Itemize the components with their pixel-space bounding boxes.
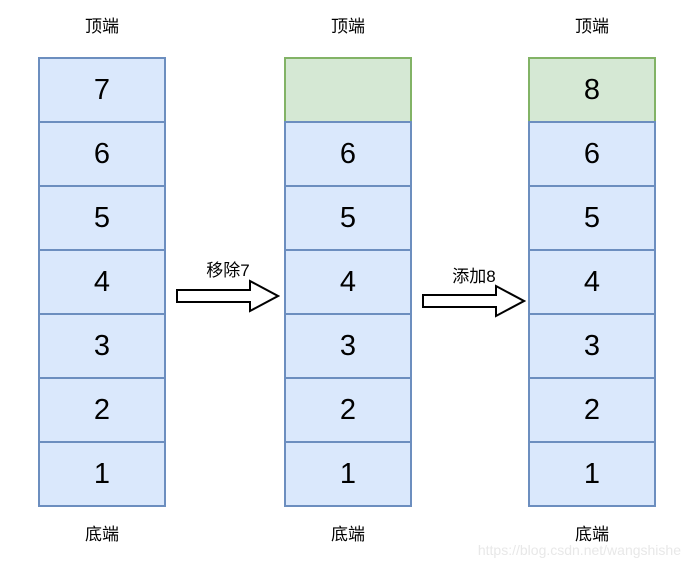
stack-cell: 3 (284, 313, 412, 379)
stack-cell: 2 (528, 377, 656, 443)
stack-after-pop: 6 5 4 3 2 1 (284, 57, 412, 507)
stack-cell: 3 (528, 313, 656, 379)
stack-cell: 1 (528, 441, 656, 507)
stack-cell: 1 (38, 441, 166, 507)
stack-cell: 5 (38, 185, 166, 251)
stack-cell: 1 (284, 441, 412, 507)
transition-label-remove: 移除7 (206, 261, 250, 280)
stack-cell: 2 (38, 377, 166, 443)
stack-initial: 7 6 5 4 3 2 1 (38, 57, 166, 507)
stack-cell: 6 (38, 121, 166, 187)
stack-cell: 4 (528, 249, 656, 315)
watermark: https://blog.csdn.net/wangshishe (477, 542, 681, 558)
stack-cell: 4 (284, 249, 412, 315)
stack-top-label: 顶端 (331, 17, 365, 36)
stack-after-push: 8 6 5 4 3 2 1 (528, 57, 656, 507)
stack-cell: 4 (38, 249, 166, 315)
stack-cell: 5 (528, 185, 656, 251)
stack-top-label: 顶端 (575, 17, 609, 36)
stack-cell: 6 (284, 121, 412, 187)
stack-cell: 6 (528, 121, 656, 187)
stack-cell: 2 (284, 377, 412, 443)
stack-cell: 3 (38, 313, 166, 379)
stack-cell: 5 (284, 185, 412, 251)
stack-bottom-label: 底端 (575, 525, 609, 544)
stack-bottom-label: 底端 (331, 525, 365, 544)
stack-cell-highlight: 8 (528, 57, 656, 123)
stack-cell-highlight (284, 57, 412, 123)
stack-bottom-label: 底端 (85, 525, 119, 544)
stack-top-label: 顶端 (85, 17, 119, 36)
right-arrow-icon (422, 284, 526, 318)
right-arrow-icon (176, 279, 280, 313)
stack-cell: 7 (38, 57, 166, 123)
transition-label-add: 添加8 (452, 267, 496, 286)
